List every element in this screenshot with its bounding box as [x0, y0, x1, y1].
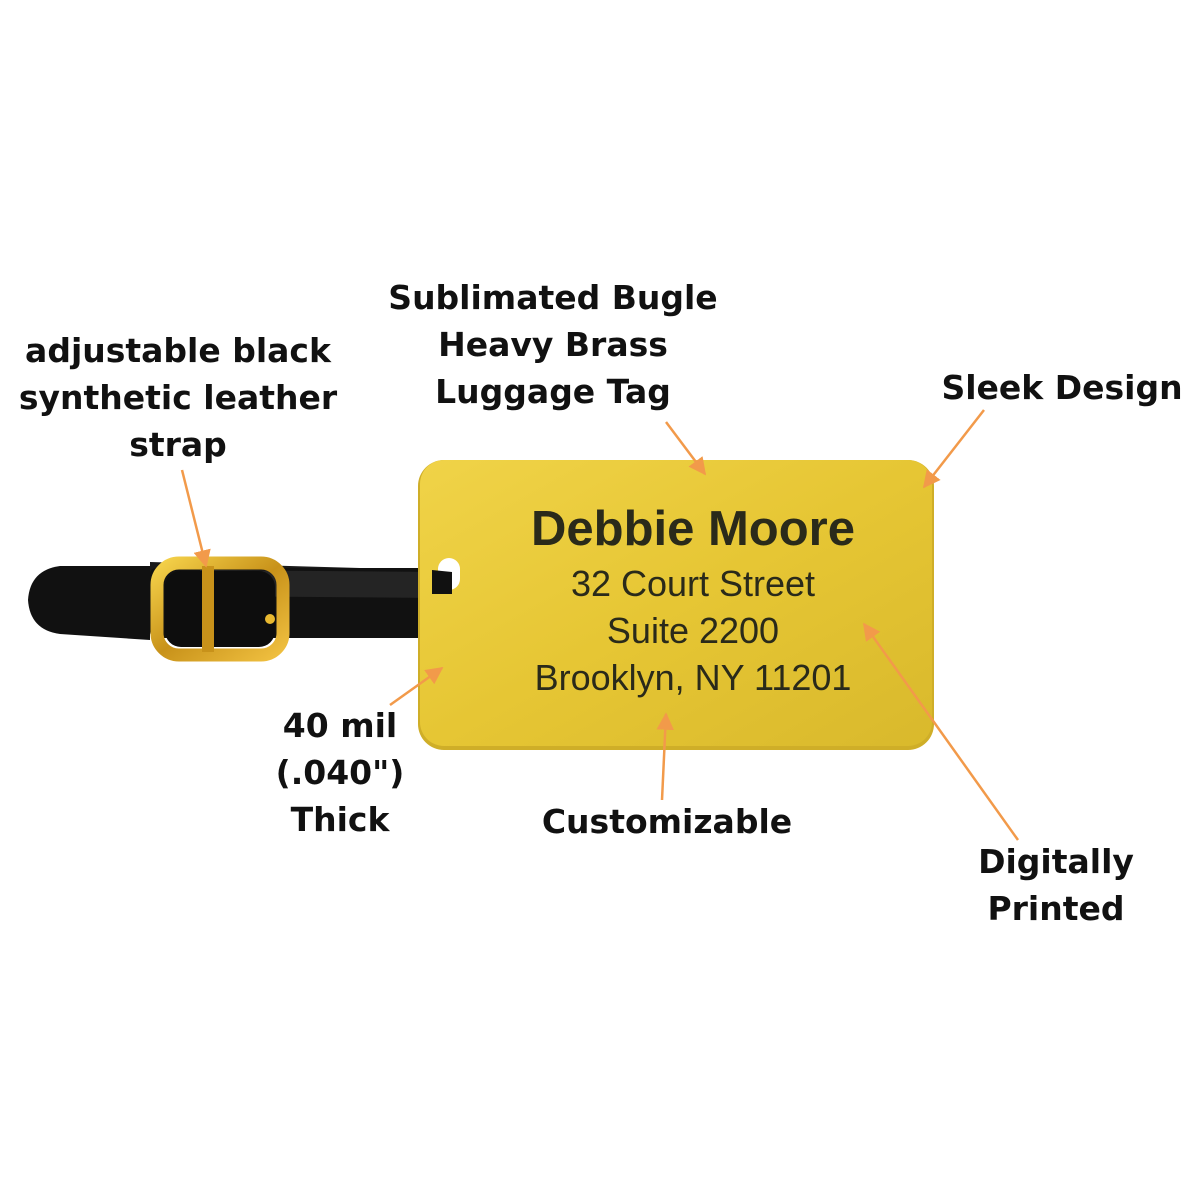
callout-thick-line-1: 40 mil — [282, 706, 398, 745]
callout-thick-line-2: (.040") — [275, 753, 405, 792]
callout-strap-line-1: adjustable black — [25, 331, 331, 370]
callout-digitally-printed: Digitally Printed — [950, 838, 1162, 932]
custom-arrow — [656, 712, 675, 801]
brass-buckle — [150, 556, 290, 662]
callout-brass-line-3: Luggage Tag — [435, 372, 671, 411]
brass-tag-plate — [418, 460, 934, 750]
digital-arrow — [862, 622, 1020, 841]
callout-brass-tag: Sublimated Bugle Heavy Brass Luggage Tag — [372, 274, 734, 415]
callout-strap-line-2: synthetic leather — [18, 378, 338, 417]
callout-sleek-design: Sleek Design — [940, 364, 1184, 411]
callout-arrows — [180, 409, 1020, 841]
callout-strap-line-3: strap — [129, 425, 227, 464]
callout-digital-line-1: Digitally — [978, 842, 1134, 881]
tag-address-line-1: 32 Court Street — [570, 563, 816, 604]
callout-strap: adjustable black synthetic leather strap — [0, 327, 356, 468]
strap-arrow — [180, 469, 211, 568]
tag-address-line-2: Suite 2200 — [606, 610, 780, 651]
callout-brass-line-2: Heavy Brass — [438, 325, 668, 364]
callout-thickness: 40 mil (.040") Thick — [250, 702, 430, 843]
tag-name-text: Debbie Moore — [531, 502, 855, 556]
tag-address-line-3: Brooklyn, NY 11201 — [534, 657, 852, 698]
callout-brass-line-1: Sublimated Bugle — [388, 278, 718, 317]
callout-digital-line-2: Printed — [987, 889, 1125, 928]
callout-sleek-line-1: Sleek Design — [941, 368, 1183, 407]
callout-customizable: Customizable — [520, 798, 814, 845]
callout-thick-line-3: Thick — [290, 800, 390, 839]
brass-arrow — [665, 421, 707, 476]
sleek-arrow — [922, 409, 985, 489]
callout-custom-line-1: Customizable — [541, 802, 793, 841]
thick-arrow — [389, 666, 444, 707]
